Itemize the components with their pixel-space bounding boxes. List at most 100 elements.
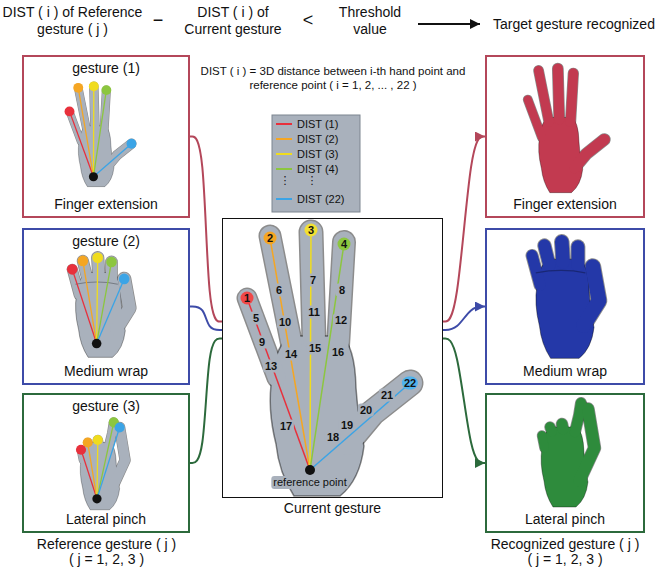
reference-dot — [89, 172, 98, 181]
gesture-box: gesture (3)Lateral pinch — [22, 393, 190, 533]
distance-line — [270, 238, 310, 470]
distance-line — [97, 279, 125, 344]
recognized-hand — [541, 403, 594, 507]
distance-line — [83, 261, 97, 344]
gesture-name: Medium wrap — [523, 363, 607, 380]
gesture-name: Finger extension — [54, 196, 158, 213]
legend-text: DIST (4) — [297, 163, 338, 176]
callout-number: 10 — [277, 316, 293, 329]
legend-line — [276, 123, 292, 125]
connector-arrow — [443, 338, 485, 463]
callout-number: 17 — [278, 420, 294, 433]
gesture-box: gesture (1) Finger extension — [22, 55, 190, 218]
hand-point — [106, 257, 117, 268]
distance-line — [310, 383, 410, 470]
distance-line — [93, 86, 95, 176]
gesture-name: Lateral pinch — [525, 511, 605, 528]
annotation-text: DIST ( i ) = 3D distance between i-th ha… — [198, 64, 468, 92]
gesture-box: Lateral pinch — [485, 393, 645, 533]
callout-number: 15 — [307, 342, 323, 355]
legend-item: DIST (22) — [275, 192, 344, 206]
callout-number: 4 — [338, 238, 351, 251]
connector-line — [190, 338, 222, 463]
callout-number: 8 — [336, 284, 349, 297]
annotation-text: DIST ( i ) of Reference gesture ( j ) — [0, 4, 145, 38]
reference-hand — [67, 252, 130, 357]
distance-line — [96, 440, 98, 499]
hand-point — [92, 252, 103, 263]
distance-line — [97, 258, 98, 344]
reference-dot — [305, 465, 315, 475]
annotation-text: Recognized gesture ( j ) ( j = 1, 2, 3 ) — [489, 537, 641, 567]
legend-sample — [275, 164, 293, 174]
gesture-name: Current gesture — [223, 500, 442, 517]
legend-text: DIST (1) — [297, 118, 338, 131]
distance-line — [88, 443, 97, 499]
gesture-box: gesture (2)Medium wrap — [22, 228, 190, 385]
callout-number: 7 — [307, 274, 320, 287]
hand-point — [127, 139, 137, 149]
callout-number: 20 — [358, 404, 374, 417]
legend-line — [276, 168, 292, 170]
callout-number: 11 — [306, 306, 322, 319]
gesture-name: Finger extension — [513, 196, 617, 213]
gesture-number: gesture (2) — [72, 233, 140, 250]
callout-number: 21 — [379, 389, 395, 402]
connector-line — [190, 137, 222, 322]
distance-line — [93, 90, 106, 177]
legend-sample — [275, 149, 293, 159]
callout-number: 3 — [305, 224, 318, 237]
legend-sample — [275, 134, 293, 144]
callout-number: 5 — [250, 312, 263, 325]
reference-dot — [92, 494, 101, 503]
legend-text: DIST (22) — [297, 193, 344, 206]
legend-panel — [272, 115, 360, 212]
legend-sample — [275, 194, 293, 204]
distance-line — [70, 111, 94, 176]
callout-number: 18 — [325, 431, 341, 444]
gesture-number: gesture (1) — [72, 60, 140, 77]
gesture-box: Medium wrap — [485, 228, 645, 385]
legend-sample — [275, 119, 293, 129]
legend-text: DIST (3) — [297, 148, 338, 161]
connector-arrow — [443, 307, 485, 331]
hand-point — [78, 256, 89, 267]
annotation-text: < — [296, 10, 320, 31]
callout-number: 16 — [330, 346, 346, 359]
legend-line — [276, 138, 292, 140]
callout-number: 12 — [333, 314, 349, 327]
distance-line — [93, 144, 131, 177]
result-arrow — [418, 23, 480, 25]
legend-item: DIST (4) — [275, 162, 338, 176]
hand-figure — [70, 86, 132, 186]
hand-point — [93, 435, 103, 445]
annotation-text: Target gesture recognized — [486, 16, 662, 33]
gesture-number: gesture (3) — [72, 398, 140, 415]
hand-figure — [72, 258, 129, 358]
reference-dot — [92, 339, 102, 349]
distance-line — [247, 298, 310, 470]
callout-number: 22 — [402, 377, 418, 390]
hand-point — [73, 83, 83, 93]
ellipsis-mark: ⋮ — [277, 174, 293, 187]
distance-line — [97, 262, 112, 344]
callout-number: 1 — [241, 292, 254, 305]
hand-point — [67, 264, 78, 275]
annotation-text: − — [146, 10, 170, 31]
callout-number: 13 — [263, 360, 279, 373]
distance-line — [81, 450, 97, 499]
hand-point — [83, 438, 93, 448]
callout-number: 19 — [339, 419, 355, 432]
recognized-hand — [532, 242, 599, 359]
hand-point — [115, 422, 125, 432]
reference-hand — [65, 81, 137, 186]
hand-figure — [80, 422, 125, 509]
distance-line — [78, 88, 93, 177]
callout-number: 9 — [256, 336, 269, 349]
hand-point — [119, 274, 130, 285]
connector-line — [190, 307, 222, 331]
distance-line — [72, 269, 96, 343]
hand-point — [101, 85, 111, 95]
annotation-text: Reference gesture ( j ) ( j = 1, 2, 3 ) — [33, 537, 180, 567]
